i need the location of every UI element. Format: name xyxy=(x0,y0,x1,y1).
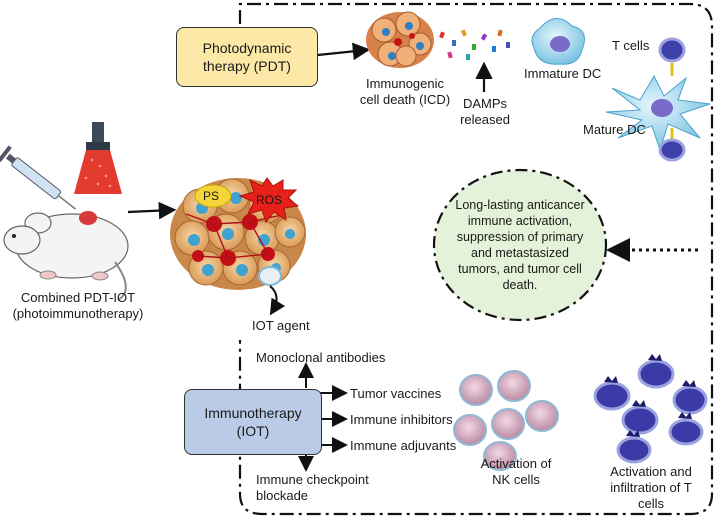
mouse-label-line1: Combined PDT-IOT xyxy=(20,290,136,305)
nk-label-line1: Activation of xyxy=(480,456,552,471)
immature-dc-label: Immature DC xyxy=(524,66,602,81)
outcome-line-1: Long-lasting anticancer xyxy=(455,198,585,212)
pdt-box-line2: therapy (PDT) xyxy=(203,58,291,74)
icd-cells-illustration xyxy=(366,11,434,68)
ps-bubble xyxy=(194,184,232,208)
icd-label-line1: Immunogenic xyxy=(365,76,445,91)
damps-label-line1: DAMPs xyxy=(462,96,508,111)
mouse-label-line2: (photoimmunotherapy) xyxy=(12,306,144,321)
branch-inhibitors-label: Immune inhibitors xyxy=(350,412,453,427)
icd-label-line2: cell death (ICD) xyxy=(359,92,451,107)
damps-label-line2: released xyxy=(460,112,510,127)
icd-label: Immunogenic cell death (ICD) xyxy=(350,76,460,108)
outcome-line-3: suppression of primary xyxy=(456,230,584,244)
tcell-label-line2: infiltration of T xyxy=(610,480,692,495)
pdt-box: Photodynamic therapy (PDT) xyxy=(176,27,318,87)
outcome-line-2: immune activation, xyxy=(467,214,573,228)
outcome-line-4: and metastasized xyxy=(471,246,569,260)
tumor-to-iot-agent-arrow xyxy=(269,285,286,316)
mouse-label: Combined PDT-IOT (photoimmunotherapy) xyxy=(8,290,148,322)
mature-dc-label: Mature DC xyxy=(583,122,646,137)
mouse-to-tumor-arrow xyxy=(127,201,177,220)
branch-checkpoint-line1: Immune checkpoint xyxy=(256,472,369,487)
t-cells-label: T cells xyxy=(612,38,650,53)
nk-cells-illustration xyxy=(453,370,559,471)
pdt-box-line1: Photodynamic xyxy=(202,40,292,56)
mouse-illustration xyxy=(3,211,129,301)
pdt-to-icd-arrow xyxy=(317,42,371,61)
immature-dc-cell xyxy=(531,18,585,65)
mature-dc-cell xyxy=(605,74,711,152)
ros-label: ROS xyxy=(256,193,283,207)
t-cell-top xyxy=(658,37,686,63)
tcell-label: Activation and infiltration of T cells xyxy=(596,464,706,512)
nk-label: Activation of NK cells xyxy=(476,456,556,488)
iot-box-line2: (IOT) xyxy=(236,423,270,439)
outcome-line-5: tumors, and tumor cell xyxy=(458,262,582,276)
branch-checkpoint-label: Immune checkpoint blockade xyxy=(256,472,369,504)
damps-label: DAMPs released xyxy=(450,96,520,128)
iot-box: Immunotherapy (IOT) xyxy=(184,389,322,455)
light-source-icon xyxy=(74,122,122,194)
nk-label-line2: NK cells xyxy=(492,472,540,487)
damps-particles xyxy=(439,29,510,60)
branch-vaccines-label: Tumor vaccines xyxy=(350,386,442,401)
branch-checkpoint-line2: blockade xyxy=(256,488,309,503)
activated-t-cells-illustration xyxy=(593,354,708,464)
branch-monoclonal-label: Monoclonal antibodies xyxy=(256,350,386,365)
t-cell-bottom xyxy=(658,138,686,162)
syringe-icon xyxy=(0,145,77,210)
tcell-label-line1: Activation and xyxy=(610,464,692,479)
ps-label: PS xyxy=(203,189,220,203)
branch-adjuvants-label: Immune adjuvants xyxy=(350,438,457,453)
iot-box-line1: Immunotherapy xyxy=(204,405,302,421)
outcome-text: Long-lasting anticancer immune activatio… xyxy=(440,197,600,293)
outcome-line-6: death. xyxy=(502,278,538,292)
iot-agent-label: IOT agent xyxy=(252,318,310,333)
tcell-label-line3: cells xyxy=(637,496,664,511)
ros-starburst xyxy=(238,177,300,224)
